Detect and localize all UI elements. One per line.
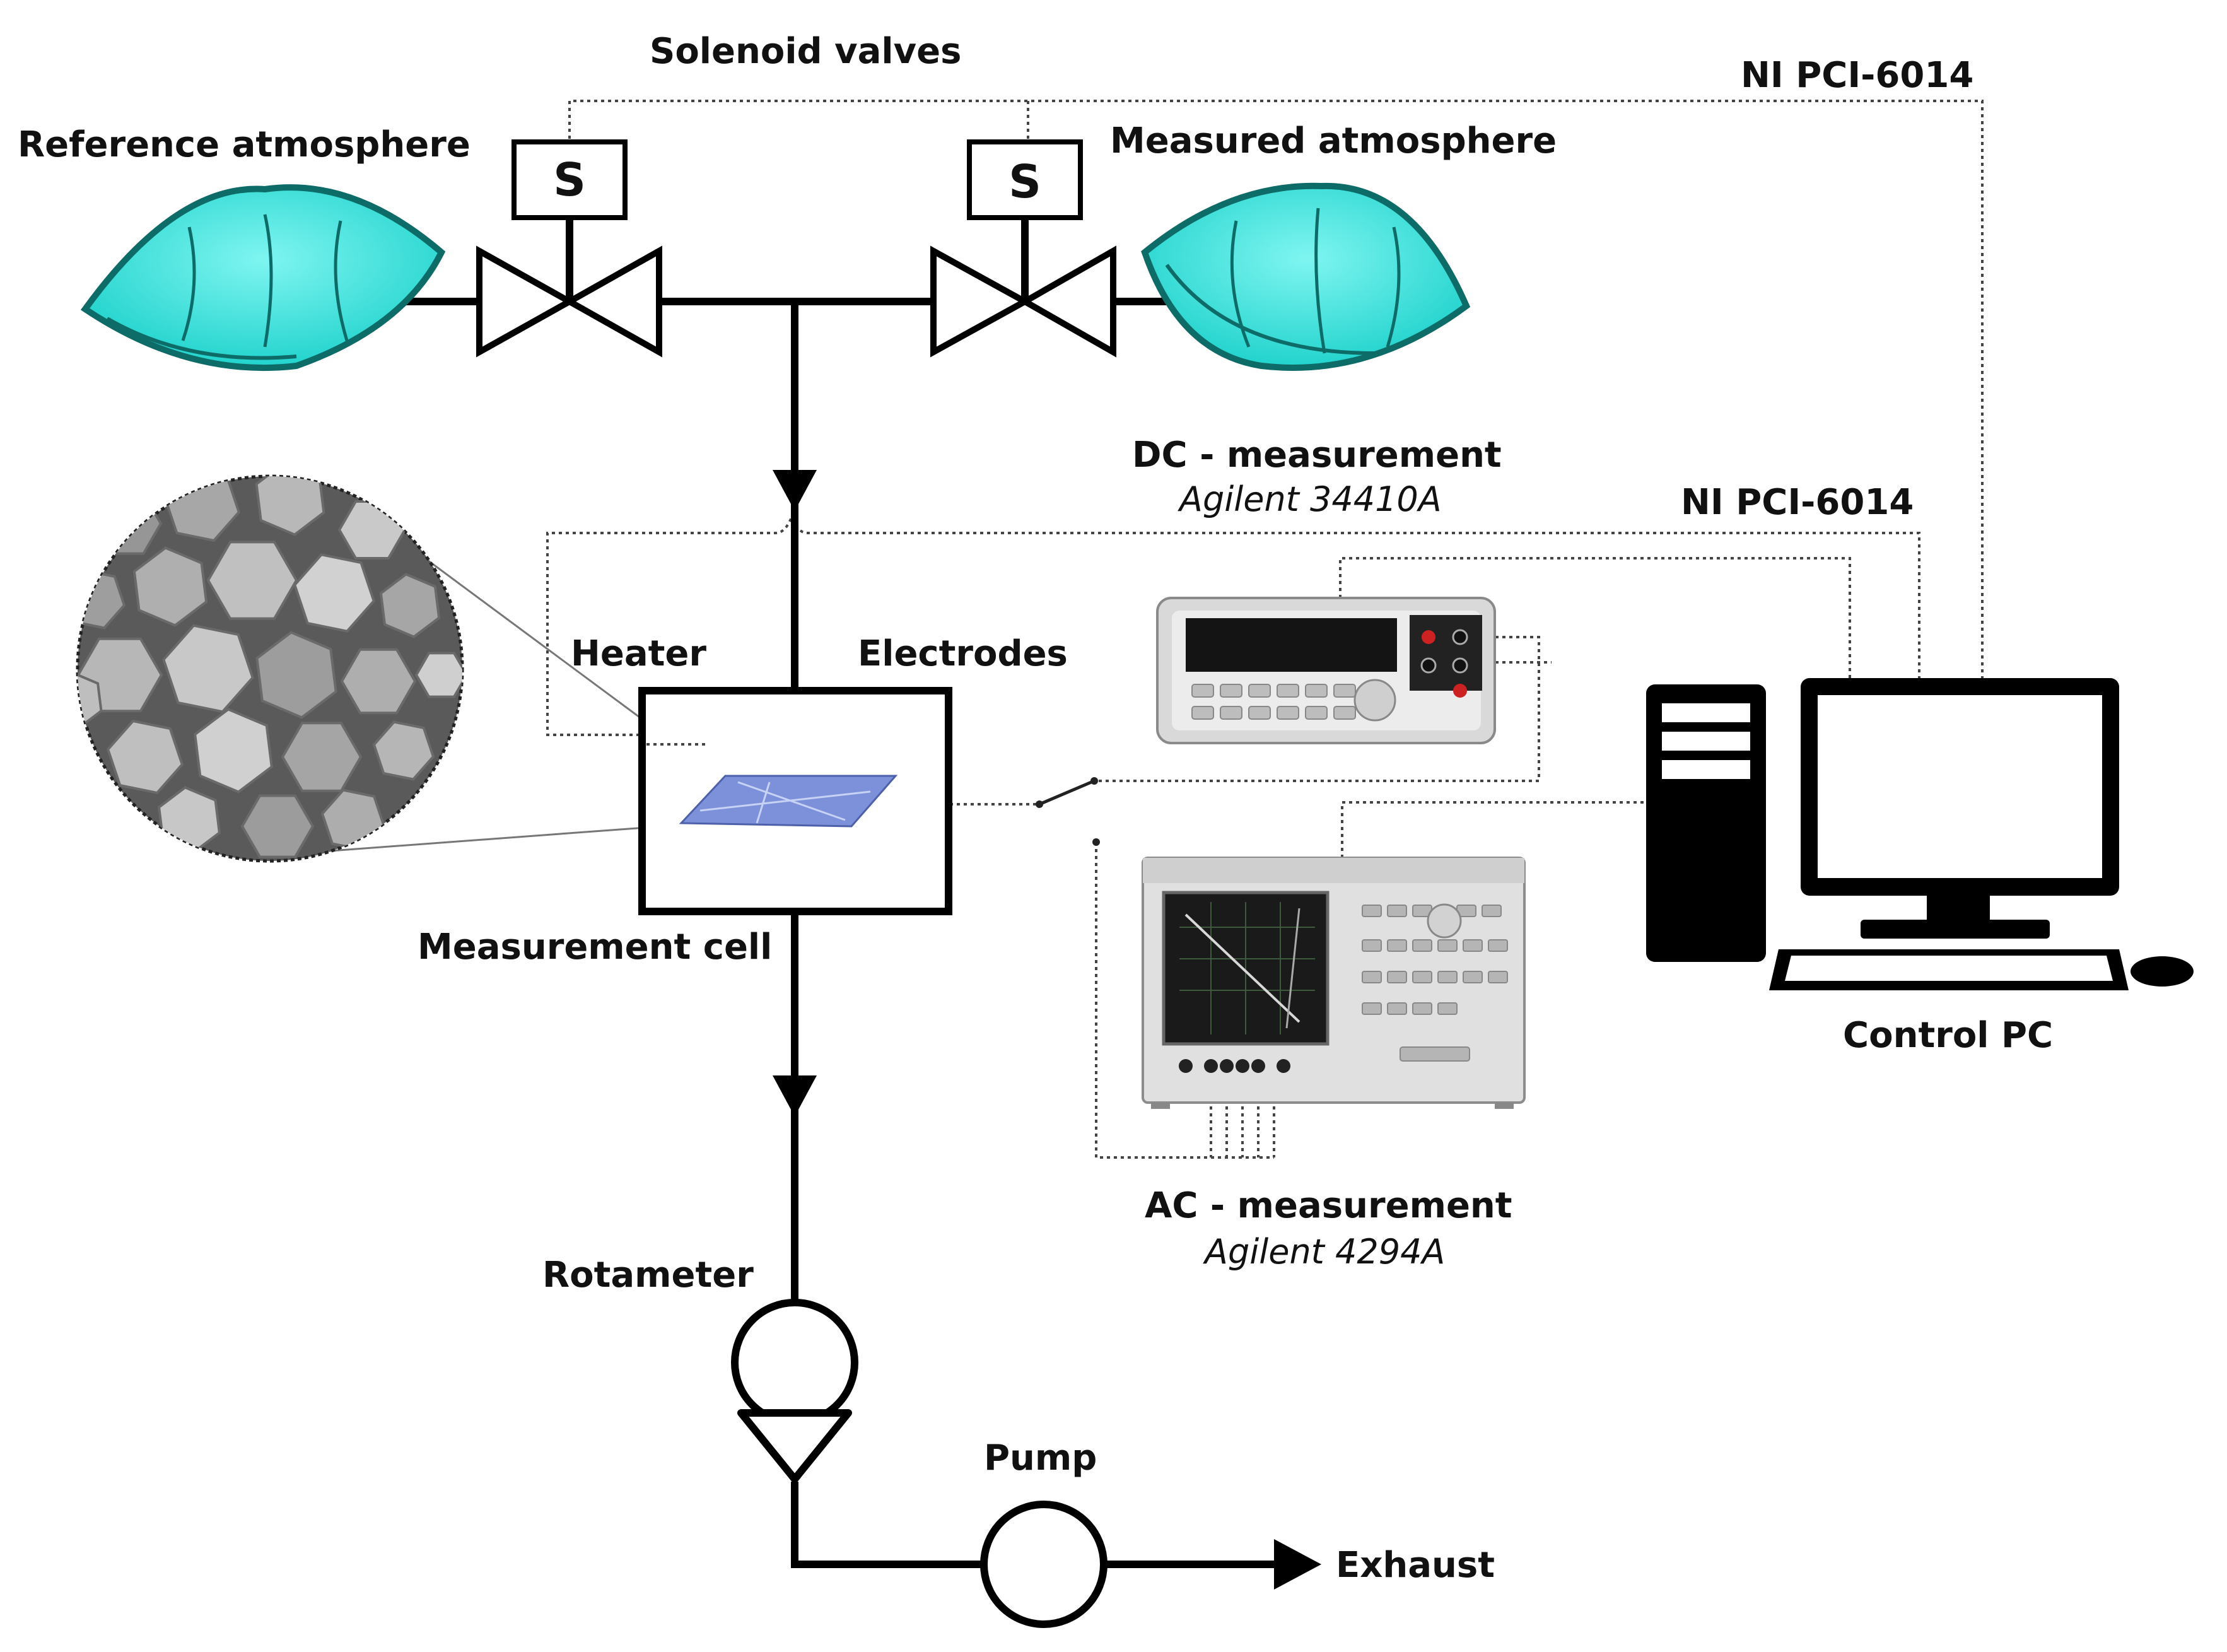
measurement-switch[interactable] xyxy=(1036,777,1100,846)
exhaust-arrow xyxy=(1274,1539,1321,1590)
ac-model-label: Agilent 4294A xyxy=(1203,1232,1445,1272)
gas-bag-icon xyxy=(80,184,446,372)
sem-grain xyxy=(240,794,315,858)
ac-measurement-label: AC - measurement xyxy=(1145,1185,1512,1226)
sem-grain xyxy=(106,719,184,795)
pump-icon xyxy=(980,1501,1108,1628)
sem-grain xyxy=(206,541,298,620)
sem-grain xyxy=(255,476,325,536)
heater-label: Heater xyxy=(571,633,706,674)
rotameter-icon xyxy=(731,1299,858,1483)
sem-grain xyxy=(340,648,417,715)
solenoid-valve-left[interactable] xyxy=(476,139,662,358)
ni-pci-mid-label: NI PCI-6014 xyxy=(1681,482,1914,523)
reference-atmosphere-label: Reference atmosphere xyxy=(18,124,471,165)
sem-grain xyxy=(255,631,337,719)
measured-atmosphere-label: Measured atmosphere xyxy=(1110,120,1557,161)
sem-grain xyxy=(372,720,435,781)
valve-right-letter: S xyxy=(1008,155,1041,208)
solenoid-valve-icon xyxy=(967,139,1083,220)
sem-grain xyxy=(414,652,462,698)
solenoid-valve-right[interactable] xyxy=(930,139,1116,358)
multimeter-icon xyxy=(1156,597,1496,744)
valve-left-letter: S xyxy=(553,153,586,206)
solenoid-valve-icon xyxy=(511,139,628,220)
sem-grain xyxy=(379,573,441,638)
pump-label: Pump xyxy=(984,1438,1097,1479)
diagram-labels: Solenoid valves NI PCI-6014 Reference at… xyxy=(18,31,2053,1586)
flow-arrow-down-1 xyxy=(773,470,817,511)
sem-grain xyxy=(293,553,375,633)
solenoid-valves-label: Solenoid valves xyxy=(650,31,961,72)
sem-grain xyxy=(194,708,273,794)
ni-pci-top-label: NI PCI-6014 xyxy=(1741,55,1973,96)
impedance-analyzer-icon xyxy=(1142,857,1526,1109)
flow-arrow-down-2 xyxy=(773,1075,817,1116)
rotameter-label: Rotameter xyxy=(542,1255,754,1296)
sem-grain xyxy=(162,624,254,713)
dc-model-label: Agilent 34410A xyxy=(1178,479,1442,519)
desktop-computer-icon xyxy=(1646,678,2194,990)
dc-measurement-label: DC - measurement xyxy=(1132,435,1502,476)
gas-bag-icon xyxy=(1141,182,1471,371)
measurement-cell xyxy=(638,687,952,915)
electrodes-label: Electrodes xyxy=(858,633,1068,674)
sem-grain xyxy=(132,546,208,627)
control-pc-label: Control PC xyxy=(1843,1015,2053,1056)
measurement-cell-label: Measurement cell xyxy=(418,927,772,968)
exhaust-label: Exhaust xyxy=(1336,1545,1495,1586)
